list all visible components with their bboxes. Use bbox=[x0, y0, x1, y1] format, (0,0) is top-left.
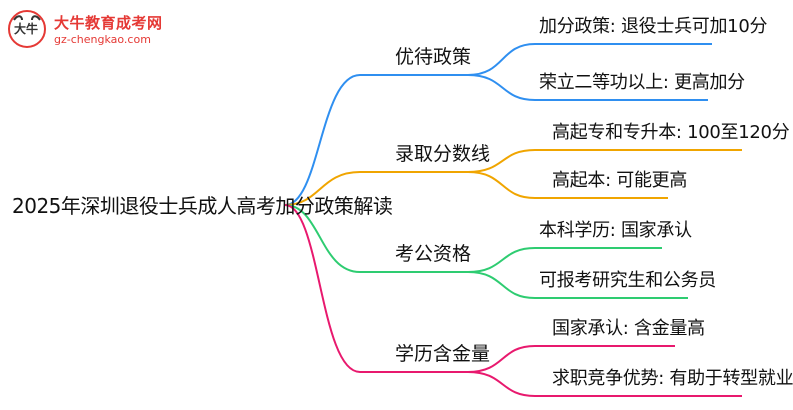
link-branch-4-leaf-2 bbox=[467, 371, 742, 397]
mindmap-canvas: 大牛 大牛教育成考网 gz-chengkao.com 2025年深圳退役士兵成人… bbox=[6, 6, 793, 397]
logo-url: gz-chengkao.com bbox=[54, 33, 151, 46]
ox-mascot-text: 大牛 bbox=[14, 22, 39, 36]
link-branch-3-leaf-2 bbox=[467, 271, 688, 299]
leaf-node: 国家承认: 含金量高 bbox=[552, 318, 705, 339]
branch-node-degree-value: 学历含金量 bbox=[395, 343, 491, 365]
leaf-node: 荣立二等功以上: 更高加分 bbox=[539, 72, 745, 93]
leaf-node: 本科学历: 国家承认 bbox=[539, 220, 692, 241]
site-logo[interactable]: 大牛 大牛教育成考网 gz-chengkao.com bbox=[6, 6, 166, 52]
logo-title: 大牛教育成考网 bbox=[54, 14, 163, 32]
mindmap-links bbox=[284, 43, 742, 397]
link-branch-2-leaf-1 bbox=[467, 149, 742, 173]
branch-node-admission-score: 录取分数线 bbox=[395, 143, 491, 165]
link-branch-2-leaf-2 bbox=[467, 171, 668, 199]
link-branch-4-leaf-1 bbox=[467, 345, 675, 373]
branch-node-civil-exam-eligibility: 考公资格 bbox=[395, 243, 472, 265]
link-root-branch-3 bbox=[284, 204, 468, 273]
ox-mascot-icon bbox=[8, 10, 46, 48]
link-branch-1-leaf-1 bbox=[467, 43, 712, 76]
link-root-branch-1 bbox=[284, 74, 468, 206]
branch-node-preferential-policy: 优待政策 bbox=[395, 46, 472, 68]
leaf-node: 求职竞争优势: 有助于转型就业 bbox=[552, 368, 793, 389]
link-root-branch-2 bbox=[284, 171, 468, 206]
leaf-node: 加分政策: 退役士兵可加10分 bbox=[539, 16, 768, 37]
link-branch-1-leaf-2 bbox=[467, 74, 708, 101]
leaf-node: 高起专和专升本: 100至120分 bbox=[552, 122, 790, 143]
leaf-node: 高起本: 可能更高 bbox=[552, 170, 688, 191]
link-root-branch-4 bbox=[284, 204, 468, 373]
leaf-node: 可报考研究生和公务员 bbox=[539, 270, 716, 291]
link-branch-3-leaf-1 bbox=[467, 247, 662, 273]
root-node: 2025年深圳退役士兵成人高考加分政策解读 bbox=[12, 194, 393, 218]
